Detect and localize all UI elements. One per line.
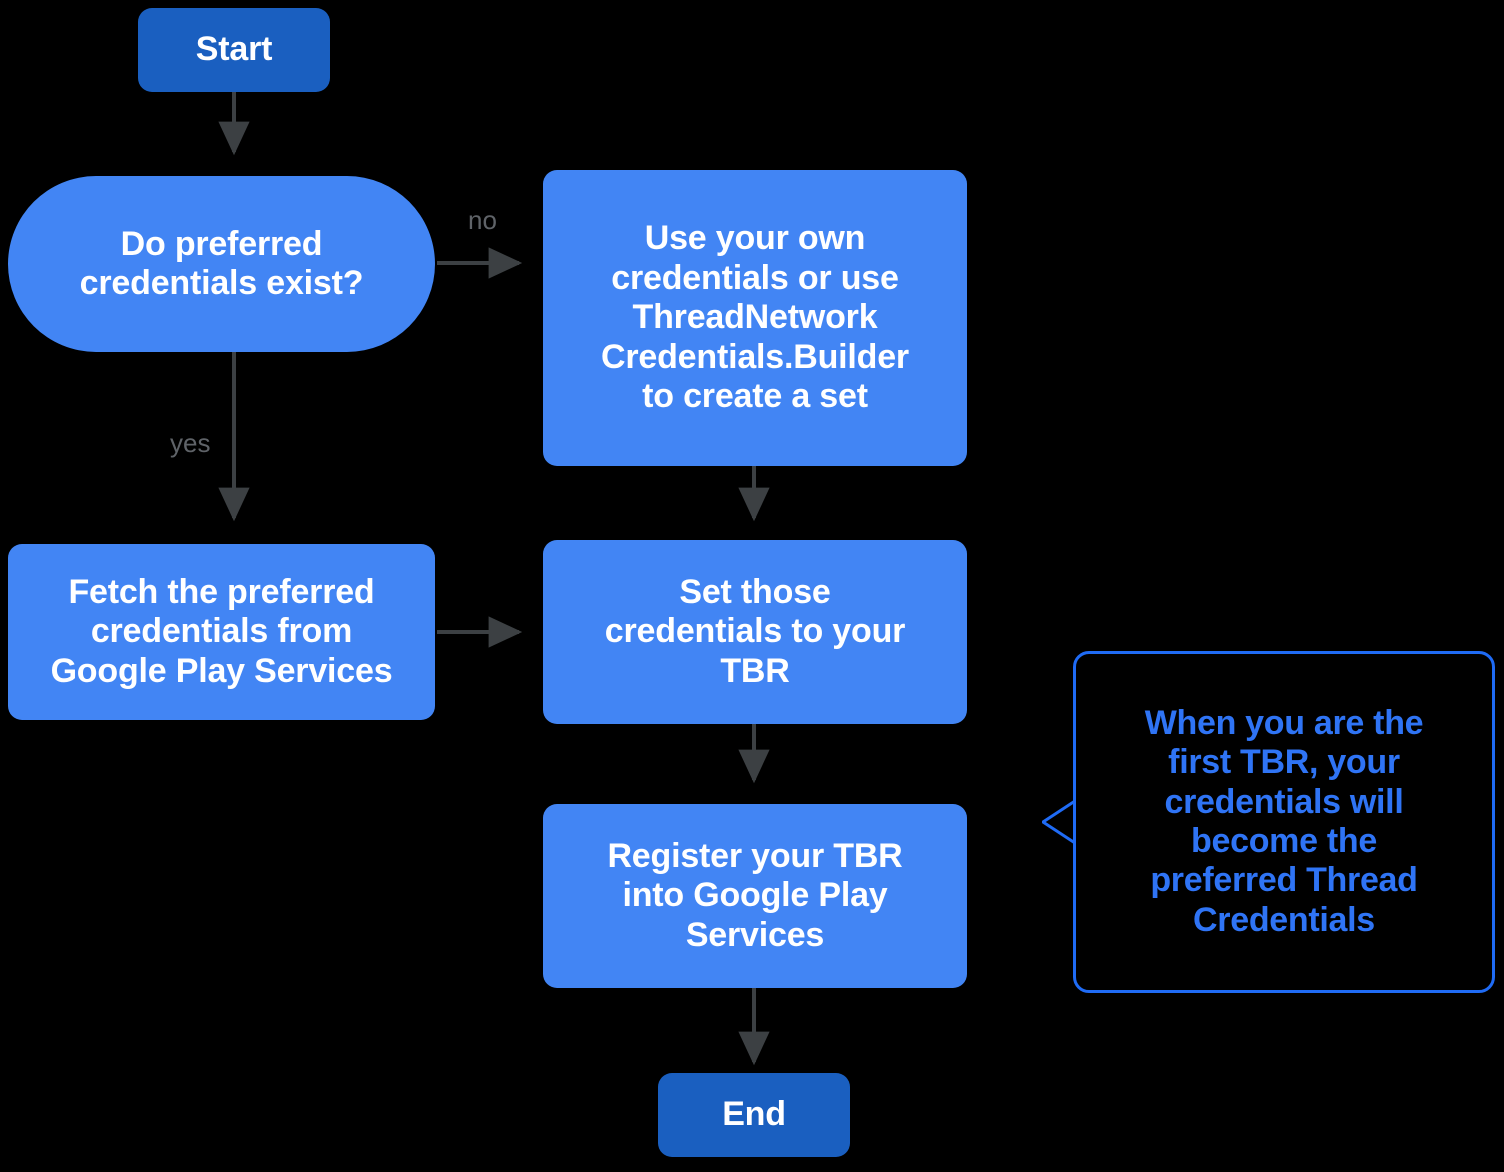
callout-note-text: When you are the first TBR, your credent… xyxy=(1144,703,1424,939)
node-set-credentials-to-tbr[interactable]: Set those credentials to your TBR xyxy=(543,540,967,724)
node-register-tbr[interactable]: Register your TBR into Google Play Servi… xyxy=(543,804,967,988)
node-use-your-own-credentials-label: Use your own credentials or use ThreadNe… xyxy=(601,219,909,416)
edge-label-yes: yes xyxy=(170,428,211,458)
edge-label-no: no xyxy=(468,205,497,235)
node-fetch-preferred-credentials-label: Fetch the preferred credentials from Goo… xyxy=(50,572,393,690)
node-decision-label: Do preferred credentials exist? xyxy=(79,224,364,302)
callout-note: When you are the first TBR, your credent… xyxy=(1042,651,1495,993)
node-register-tbr-label: Register your TBR into Google Play Servi… xyxy=(607,836,903,954)
node-set-credentials-to-tbr-label: Set those credentials to your TBR xyxy=(604,572,906,690)
node-decision-preferred-credentials-exist[interactable]: Do preferred credentials exist? xyxy=(8,176,435,352)
node-end-label: End xyxy=(722,1095,786,1134)
callout-tail-icon xyxy=(1042,788,1076,856)
node-start[interactable]: Start xyxy=(138,8,330,92)
node-use-your-own-credentials[interactable]: Use your own credentials or use ThreadNe… xyxy=(543,170,967,466)
node-start-label: Start xyxy=(195,30,273,69)
node-fetch-preferred-credentials[interactable]: Fetch the preferred credentials from Goo… xyxy=(8,544,435,720)
node-end[interactable]: End xyxy=(658,1073,850,1157)
